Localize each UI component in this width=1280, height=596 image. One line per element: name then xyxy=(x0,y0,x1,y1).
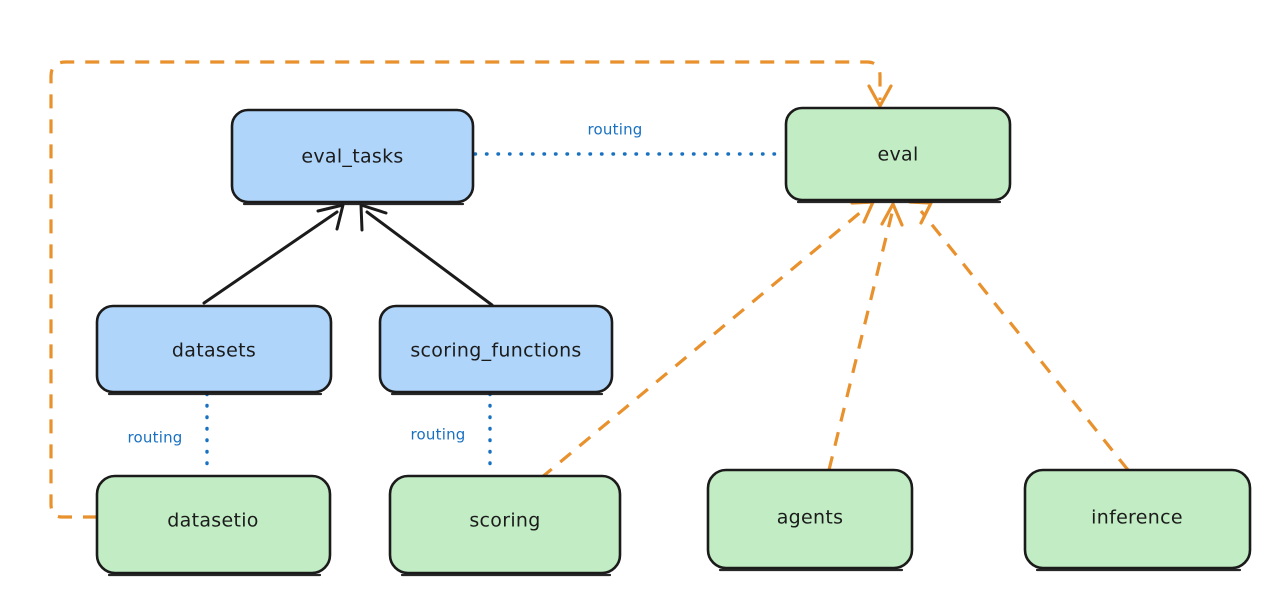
node-body xyxy=(784,106,1012,202)
edge-path xyxy=(202,210,339,305)
node-label: datasets xyxy=(172,340,256,362)
node-body xyxy=(388,474,622,575)
arrowhead-icon xyxy=(880,202,904,227)
edge-label-routing-top: routing xyxy=(588,121,643,139)
edge-path xyxy=(919,210,1130,471)
node-eval-tasks[interactable]: eval_tasks xyxy=(230,108,475,206)
edge-label-routing-datasets: routing xyxy=(128,429,183,447)
node-datasetio[interactable]: datasetio xyxy=(95,474,332,577)
node-label: eval xyxy=(877,144,918,166)
node-agents[interactable]: agents xyxy=(706,468,914,572)
edge-scoring-functions-to-eval-tasks xyxy=(359,203,494,307)
node-label: agents xyxy=(777,507,844,529)
edge-datasets-to-datasetio: routing xyxy=(128,392,209,476)
node-body xyxy=(1023,468,1252,570)
node-body xyxy=(378,304,614,394)
edge-path xyxy=(827,212,894,471)
arrowhead-icon xyxy=(867,84,893,108)
node-label: scoring_functions xyxy=(410,340,581,362)
node-label: inference xyxy=(1091,507,1183,529)
edge-datasets-to-eval-tasks xyxy=(202,203,345,305)
arrowhead-icon xyxy=(850,200,875,224)
node-scoring[interactable]: scoring xyxy=(388,474,622,577)
node-label: datasetio xyxy=(167,510,258,532)
node-datasets[interactable]: datasets xyxy=(95,304,333,396)
edge-agents-to-eval xyxy=(827,202,904,471)
node-inference[interactable]: inference xyxy=(1023,468,1252,572)
edge-scoring-functions-to-scoring: routing xyxy=(411,392,492,476)
edge-datasetio-to-eval xyxy=(49,60,893,519)
node-body xyxy=(95,304,333,394)
node-eval[interactable]: eval xyxy=(784,106,1012,204)
node-body xyxy=(706,468,914,570)
node-scoring-functions[interactable]: scoring_functions xyxy=(378,304,614,396)
node-label: scoring xyxy=(469,510,540,532)
node-body xyxy=(95,474,332,575)
edge-inference-to-eval xyxy=(908,200,1130,471)
edge-eval-tasks-to-eval: routing xyxy=(473,121,786,156)
edge-path xyxy=(365,210,494,307)
edge-path xyxy=(539,209,864,480)
node-label: eval_tasks xyxy=(301,146,403,168)
edge-label-routing-scoring: routing xyxy=(411,426,466,444)
node-body xyxy=(230,108,475,204)
